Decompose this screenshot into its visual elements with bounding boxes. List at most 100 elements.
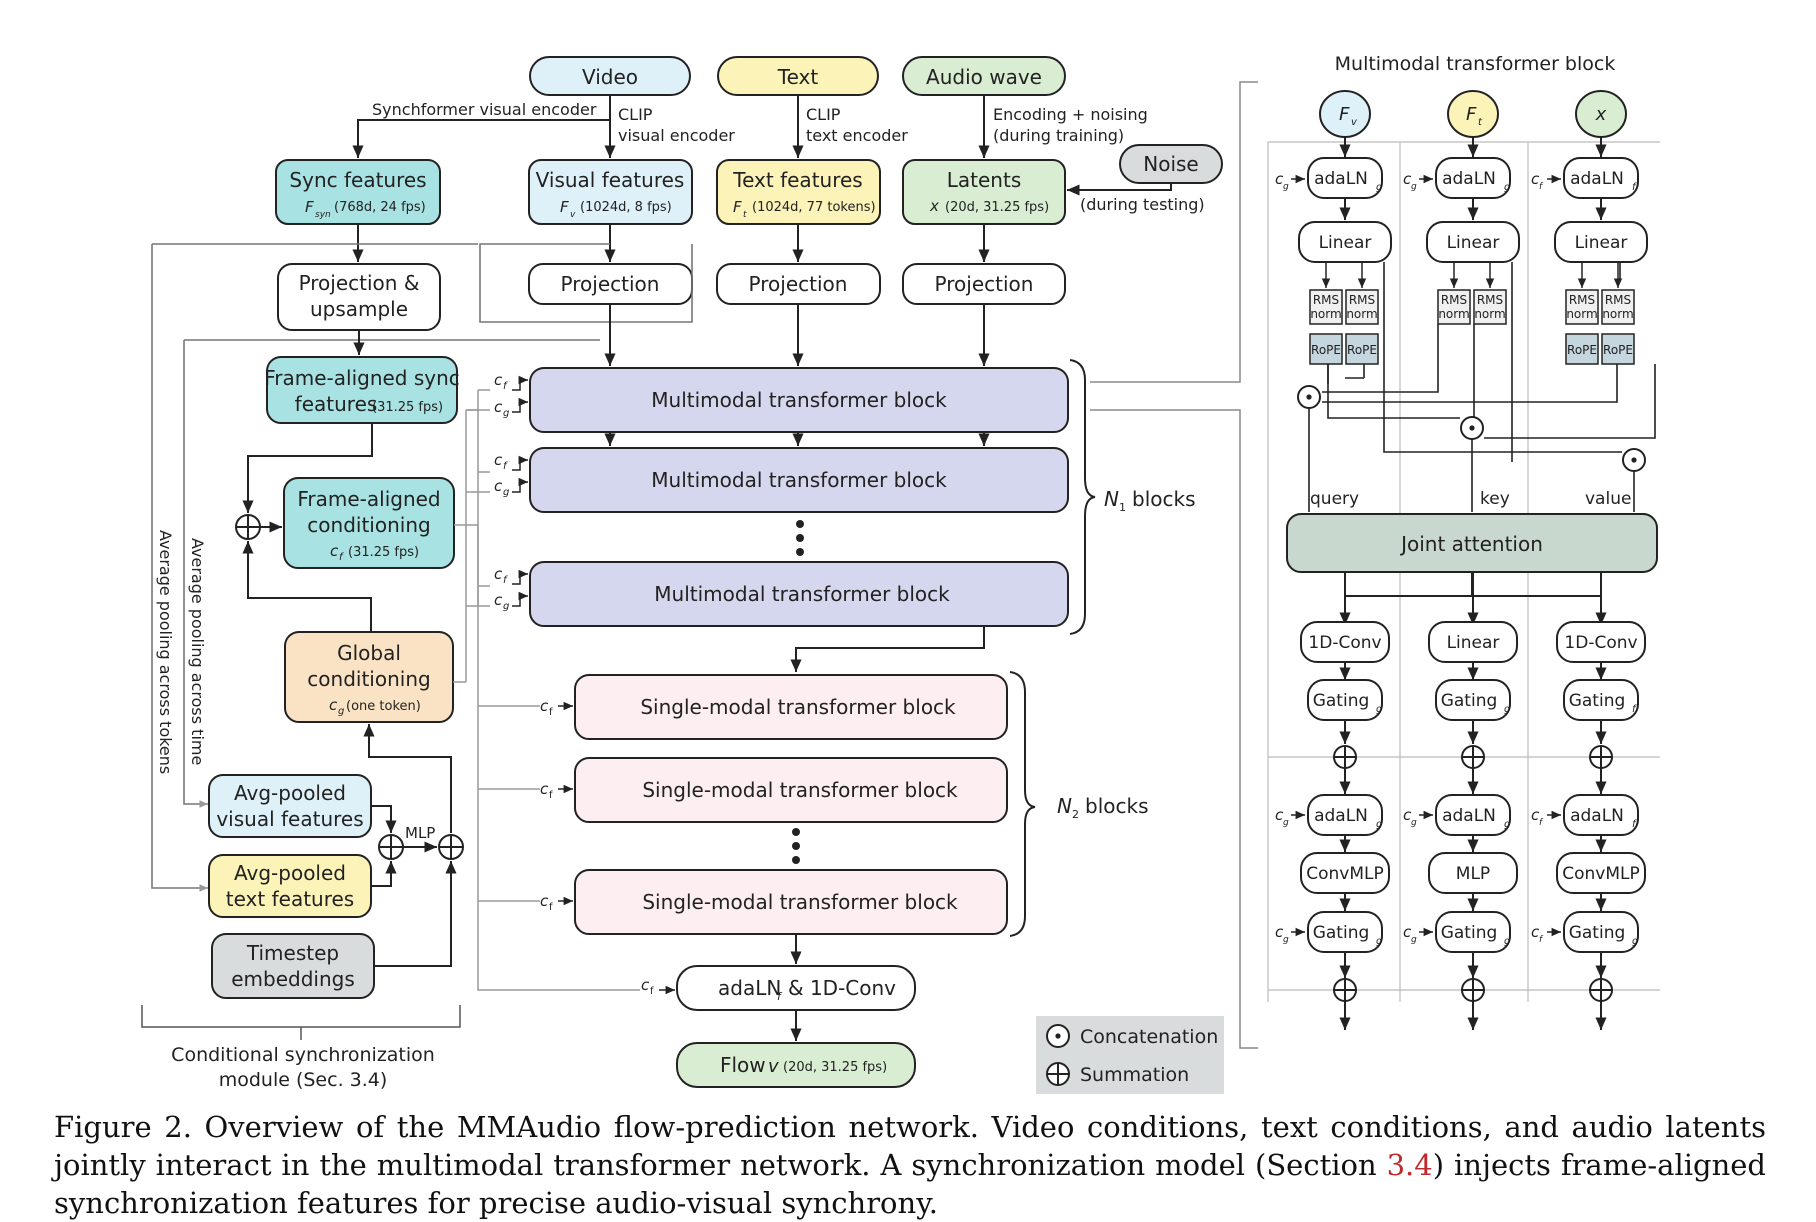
svg-text:c: c (1403, 806, 1412, 824)
svg-text:g: g (1283, 182, 1289, 192)
mlp-video: ConvMLP (1300, 852, 1390, 894)
svg-text:f: f (1632, 704, 1637, 715)
svg-text:c: c (1403, 923, 1412, 941)
svg-text:Latents: Latents (947, 168, 1021, 192)
svg-text:c: c (494, 398, 503, 416)
linear-video: Linear (1298, 221, 1392, 263)
n1-brace (1069, 359, 1096, 635)
pooling-routes (151, 243, 693, 892)
avg-time-label: Average pooling across time (188, 538, 207, 765)
svg-text:f: f (1539, 935, 1544, 945)
synchformer-label: Synchformer visual encoder (372, 100, 597, 119)
svg-text:t: t (743, 210, 747, 220)
svg-text:& 1D-Conv: & 1D-Conv (788, 976, 896, 1000)
key-label: key (1480, 489, 1510, 509)
svg-text:1D-Conv: 1D-Conv (1564, 633, 1637, 653)
sum-audio-2 (1589, 978, 1613, 1002)
svg-text:norm: norm (1566, 307, 1597, 321)
concat-circle-1 (1460, 416, 1484, 440)
sm-ellipsis (792, 828, 800, 864)
n1-label: N 1 blocks (1104, 487, 1196, 514)
svg-text:c: c (540, 697, 549, 715)
svg-text:N: N (1104, 487, 1119, 511)
svg-text:f: f (777, 990, 783, 1003)
svg-text:Joint attention: Joint attention (1399, 532, 1543, 556)
svg-text:f: f (503, 575, 508, 586)
svg-text:g: g (1504, 704, 1510, 715)
route-11 (1383, 262, 1622, 453)
svg-text:Sync features: Sync features (289, 168, 426, 192)
text-input: Text (717, 56, 879, 96)
svg-text:Gating: Gating (1569, 691, 1626, 711)
svg-text:(768d, 24 fps): (768d, 24 fps) (334, 200, 426, 215)
svg-text:g: g (503, 408, 509, 419)
svg-text:norm: norm (1346, 307, 1377, 321)
feature-arrows (352, 224, 990, 262)
svg-text:RMS: RMS (1477, 293, 1503, 307)
svg-text:features: features (295, 392, 378, 416)
svg-text:g: g (1376, 819, 1382, 830)
section-ref-link[interactable]: 3.4 (1386, 1148, 1433, 1182)
rope-audio-0: RoPE (1565, 333, 1599, 365)
adaln2-audio: adaLN f (1563, 794, 1639, 836)
svg-text:RoPE: RoPE (1567, 343, 1597, 357)
svg-text:g: g (1376, 704, 1382, 715)
svg-text:c: c (540, 892, 549, 910)
svg-text:MLP: MLP (1456, 864, 1490, 884)
svg-text:1: 1 (1119, 501, 1126, 514)
svg-text:adaLN: adaLN (1570, 806, 1624, 826)
svg-text:ConvMLP: ConvMLP (1562, 864, 1640, 884)
svg-text:g: g (503, 487, 509, 498)
sum-circle-avg (378, 834, 404, 860)
rope-video-0: RoPE (1309, 333, 1343, 365)
svg-text:f: f (549, 790, 553, 801)
sm-block-2: Single-modal transformer block (574, 757, 1008, 823)
svg-text:c: c (494, 451, 503, 469)
svg-text:c: c (1531, 170, 1540, 188)
clip-text-label-2: text encoder (806, 126, 908, 145)
n2-brace (1009, 671, 1036, 937)
svg-text:Gating: Gating (1313, 691, 1370, 711)
svg-text:Text: Text (777, 65, 819, 89)
svg-text:(20d, 31.25 fps): (20d, 31.25 fps) (783, 1060, 887, 1075)
detail-input-x: x (1575, 90, 1627, 138)
projection-upsample-box: Projection & upsample (277, 263, 441, 331)
svg-text:Avg-pooled: Avg-pooled (234, 861, 346, 885)
svg-text:c: c (1531, 806, 1540, 824)
sum-circle-global (438, 834, 464, 860)
svg-text:x: x (1595, 104, 1607, 125)
svg-text:c: c (329, 696, 338, 714)
audio-wave-input: Audio wave (902, 56, 1066, 96)
projection-arrows (353, 304, 990, 366)
linear-audio: Linear (1554, 221, 1648, 263)
flow-box: Flow v (20d, 31.25 fps) (676, 1042, 916, 1088)
svg-text:g: g (1504, 182, 1510, 193)
svg-text:Gating: Gating (1441, 691, 1498, 711)
svg-text:f: f (1539, 818, 1544, 828)
final-adaln-box: adaLN f & 1D-Conv (676, 965, 916, 1011)
encoding-label-1: Encoding + noising (993, 105, 1148, 124)
svg-text:g: g (1283, 935, 1289, 945)
avg-tokens-label: Average pooling across tokens (156, 530, 175, 774)
n2-label: N 2 blocks (1057, 794, 1149, 821)
svg-text:f: f (1632, 819, 1637, 830)
svg-text:v: v (768, 1056, 779, 1077)
route-5 (1322, 324, 1439, 393)
svg-text:(one token): (one token) (346, 699, 421, 714)
svg-text:RMS: RMS (1349, 293, 1375, 307)
noise-input: Noise (1119, 144, 1223, 184)
svg-text:g: g (1376, 182, 1382, 193)
svg-text:adaLN: adaLN (1314, 169, 1368, 189)
svg-text:c: c (1531, 923, 1540, 941)
video-input: Video (529, 56, 691, 96)
svg-text:c: c (494, 371, 503, 389)
svg-text:Single-modal transformer block: Single-modal transformer block (642, 778, 958, 802)
